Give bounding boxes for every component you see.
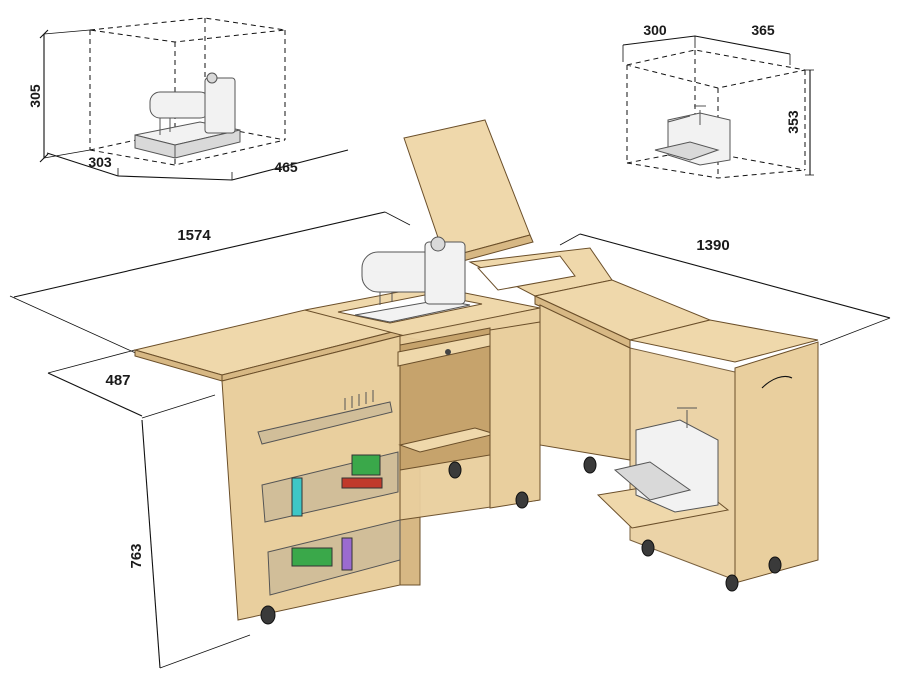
sewing-machine-icon	[354, 236, 471, 323]
caster-wheels	[260, 456, 782, 625]
table-depth-label: 487	[105, 372, 130, 389]
table-height-label: 763	[128, 543, 145, 568]
organizer-baskets	[257, 390, 401, 596]
overlock-icon	[613, 407, 719, 513]
sewing-machine-height-label: 305	[27, 84, 43, 108]
sewing-machine-width-label: 465	[274, 159, 298, 175]
table-side-length-label: 1390	[696, 237, 729, 254]
overlock-small-icon	[654, 105, 731, 166]
overlock-dimension-box	[622, 35, 814, 179]
sewing-machine-dimension-box	[39, 17, 349, 181]
sewing-machine-small-icon	[134, 72, 241, 159]
overlock-height-label: 353	[785, 110, 801, 134]
overlock-width-label: 365	[751, 22, 775, 38]
sewing-table	[9, 119, 891, 669]
table-length-label: 1574	[177, 227, 211, 244]
sewing-machine-depth-label: 303	[88, 154, 112, 170]
overlock-depth-label: 300	[643, 22, 667, 38]
